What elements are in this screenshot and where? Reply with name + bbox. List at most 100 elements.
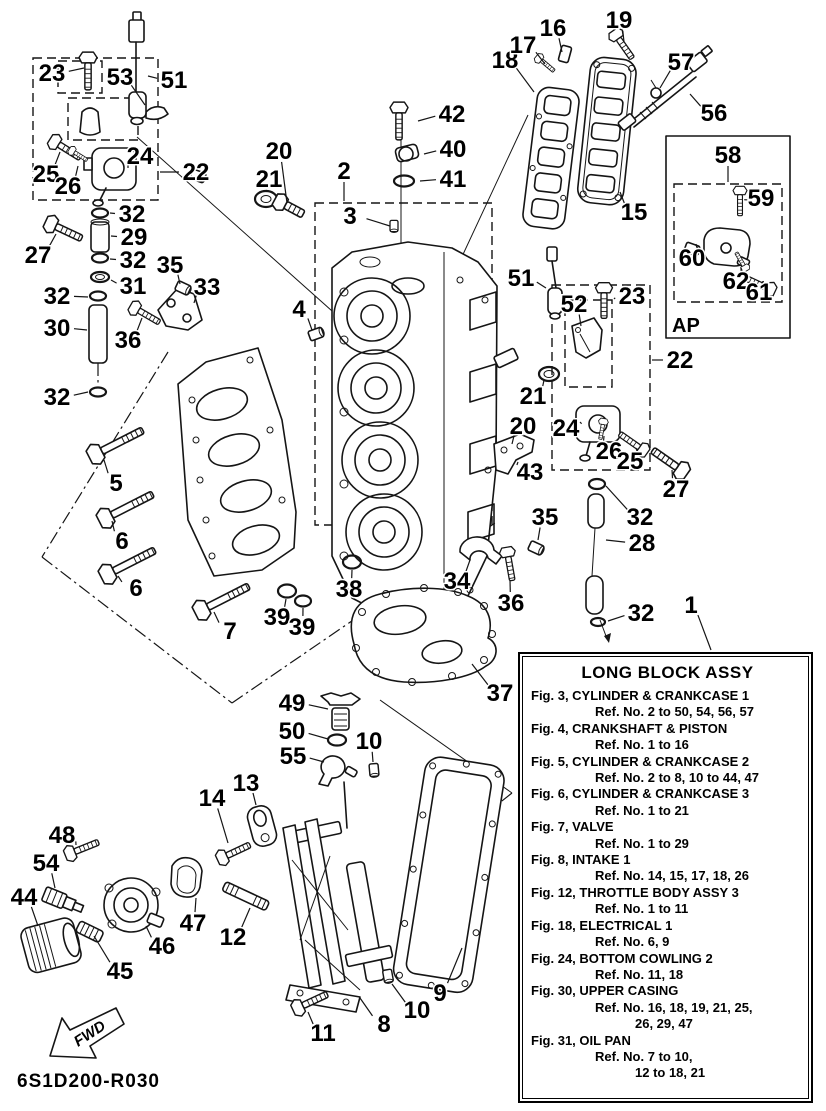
leader-line-34 bbox=[465, 559, 471, 572]
fig-ref: Ref. No. 7 to 10, bbox=[595, 1048, 693, 1064]
callout-52: 52 bbox=[561, 291, 588, 318]
fig-ref: Ref. No. 2 to 50, 54, 56, 57 bbox=[595, 704, 754, 720]
callout-61: 61 bbox=[746, 279, 773, 306]
callout-32: 32 bbox=[119, 201, 146, 228]
callout-20: 20 bbox=[266, 138, 293, 165]
intake-gasket-18 bbox=[522, 86, 580, 230]
leader-line-32 bbox=[109, 258, 117, 261]
callout-40: 40 bbox=[440, 136, 467, 163]
callout-35: 35 bbox=[157, 252, 184, 279]
leader-line-51 bbox=[147, 75, 158, 79]
bracket-43 bbox=[493, 433, 535, 475]
leader-line-31 bbox=[110, 279, 117, 284]
callout-55: 55 bbox=[280, 743, 307, 770]
clamp-55 bbox=[318, 755, 358, 787]
thermostat bbox=[79, 107, 101, 136]
leader-line-53 bbox=[130, 84, 146, 106]
leader-line-19 bbox=[622, 30, 625, 43]
fwd-arrow: FWD bbox=[49, 1007, 125, 1059]
oil-tube-stack-left bbox=[88, 207, 111, 398]
oil-pump-group-right bbox=[493, 246, 694, 484]
callout-30: 30 bbox=[44, 315, 71, 342]
leader-line-49 bbox=[308, 704, 329, 710]
oil-pan-gasket-9 bbox=[392, 756, 505, 994]
leader-line-45 bbox=[93, 935, 111, 963]
plug-20-left bbox=[271, 193, 306, 218]
leader-line-24 bbox=[579, 421, 583, 425]
leader-line-32 bbox=[73, 391, 89, 396]
leader-line-21 bbox=[542, 379, 545, 388]
callout-8: 8 bbox=[377, 1011, 390, 1038]
fig-ref: Ref. No. 14, 15, 17, 18, 26 bbox=[595, 868, 749, 884]
callout-44: 44 bbox=[11, 884, 38, 911]
callout-31: 31 bbox=[120, 273, 147, 300]
leader-line-52 bbox=[578, 314, 582, 327]
callout-24: 24 bbox=[127, 143, 154, 170]
callout-60: 60 bbox=[679, 245, 706, 272]
callout-1: 1 bbox=[684, 592, 697, 619]
callout-49: 49 bbox=[279, 690, 306, 717]
leader-line-18 bbox=[515, 67, 535, 93]
leader-line-44 bbox=[30, 906, 39, 927]
callout-51: 51 bbox=[161, 67, 188, 94]
leader-line-35 bbox=[177, 274, 181, 285]
callout-14: 14 bbox=[199, 785, 226, 812]
leader-line-32 bbox=[605, 485, 628, 511]
callout-18: 18 bbox=[492, 47, 519, 74]
callout-53: 53 bbox=[107, 64, 134, 91]
leader-line-27 bbox=[48, 233, 57, 247]
callout-17: 17 bbox=[510, 32, 537, 59]
leader-line-8 bbox=[359, 997, 373, 1017]
fig-ref: Ref. No. 11, 18 bbox=[595, 966, 684, 982]
leader-line-33 bbox=[193, 295, 197, 304]
callout-10: 10 bbox=[404, 997, 431, 1024]
callout-32: 32 bbox=[120, 247, 147, 274]
callout-56: 56 bbox=[701, 100, 728, 127]
sensor-40 bbox=[394, 143, 420, 163]
leader-line-20 bbox=[511, 435, 515, 445]
block-small-parts bbox=[253, 101, 420, 342]
leader-line-40 bbox=[423, 150, 437, 155]
leader-line-9 bbox=[446, 947, 463, 984]
leader-line-11 bbox=[307, 1011, 314, 1025]
leader-line-56 bbox=[689, 93, 702, 107]
fill-plug-49 bbox=[320, 692, 361, 731]
leader-line-7 bbox=[213, 611, 220, 623]
callout-11: 11 bbox=[310, 1020, 335, 1047]
leader-line-15 bbox=[619, 191, 625, 204]
oil-pump-group-left bbox=[40, 11, 209, 248]
callout-37: 37 bbox=[487, 680, 514, 707]
callout-12: 12 bbox=[220, 924, 247, 951]
leader-line-35 bbox=[537, 527, 541, 541]
leader-line-60 bbox=[695, 243, 698, 248]
leader-line-1 bbox=[697, 614, 712, 651]
callout-16: 16 bbox=[540, 15, 567, 42]
callout-47: 47 bbox=[180, 910, 207, 937]
leader-line-57 bbox=[659, 70, 671, 89]
cable-assembly-56 bbox=[617, 45, 713, 131]
callout-27: 27 bbox=[663, 476, 690, 503]
callout-19: 19 bbox=[606, 7, 633, 34]
callout-54: 54 bbox=[33, 850, 60, 877]
stud-12 bbox=[222, 881, 270, 911]
leader-line-51 bbox=[536, 281, 547, 289]
info-box-title: LONG BLOCK ASSY bbox=[581, 663, 754, 682]
callout-13: 13 bbox=[233, 770, 260, 797]
leader-line-29 bbox=[110, 235, 118, 238]
callout-39: 39 bbox=[289, 614, 316, 641]
callout-57: 57 bbox=[668, 49, 695, 76]
leader-line-10 bbox=[391, 983, 406, 1003]
callout-22: 22 bbox=[183, 159, 210, 186]
callout-42: 42 bbox=[439, 101, 466, 128]
callout-32: 32 bbox=[44, 283, 71, 310]
callout-36: 36 bbox=[115, 327, 142, 354]
leader-line-23 bbox=[68, 67, 85, 72]
callout-29: 29 bbox=[121, 224, 148, 251]
callout-24: 24 bbox=[553, 415, 580, 442]
ap-option-box: AP bbox=[665, 135, 791, 339]
